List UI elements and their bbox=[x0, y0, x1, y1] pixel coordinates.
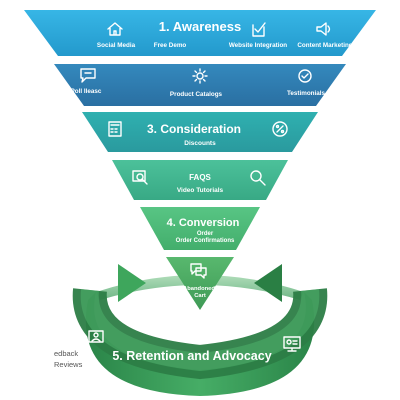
gear-icon bbox=[192, 68, 208, 84]
stage-2-item-testimonials: Testimonials bbox=[287, 90, 326, 97]
stage-interest: Poll Ileasc Product Catalogs Testimonial… bbox=[54, 64, 346, 106]
checklist-icon bbox=[252, 22, 266, 37]
stage-consideration: 3. Consideration Discounts bbox=[82, 112, 318, 152]
side-label-reviews: Reviews bbox=[54, 360, 83, 369]
stage-5-subtitle-2: Order Confirmations bbox=[176, 238, 235, 244]
stage-4-subtitle: Video Tutorials bbox=[177, 187, 224, 194]
speaker-icon bbox=[316, 22, 331, 36]
stage-1-item-free-demo: Free Demo bbox=[154, 42, 187, 49]
home-icon bbox=[107, 22, 123, 36]
stage-5-title: 4. Conversion bbox=[167, 217, 240, 229]
magnifier-icon bbox=[250, 170, 266, 186]
discount-tag-icon bbox=[272, 121, 288, 137]
chat-icon bbox=[80, 68, 96, 83]
stage-1-item-content-marketing: Content Marketing bbox=[297, 42, 352, 49]
stage-2-item-poll: Poll Ileasc bbox=[71, 88, 102, 95]
ring-arrow-right bbox=[254, 264, 282, 302]
stage-1-item-website-integration: Website Integration bbox=[229, 42, 287, 49]
stage-3-subtitle: Discounts bbox=[184, 140, 216, 147]
badge-icon bbox=[298, 69, 312, 83]
ring-arrow-left bbox=[118, 264, 146, 302]
stage-4-band bbox=[112, 160, 288, 200]
user-feedback-icon bbox=[88, 330, 104, 343]
presentation-icon bbox=[283, 336, 301, 352]
retention-ring: 5. Retention and Advocacy bbox=[72, 264, 328, 396]
retention-title: 5. Retention and Advocacy bbox=[112, 349, 271, 363]
stage-3-band bbox=[82, 112, 318, 152]
stage-3-title: 3. Consideration bbox=[147, 122, 241, 136]
stage-4-title: FAQS bbox=[189, 173, 211, 182]
stage-faqs: FAQS Video Tutorials bbox=[112, 160, 288, 200]
retention-ring-back bbox=[96, 275, 304, 300]
stage-1-title: 1. Awareness bbox=[159, 19, 241, 34]
cart-chat-icon bbox=[190, 263, 207, 279]
stage-conversion: 4. Conversion Order Order Confirmations bbox=[140, 207, 260, 250]
calculator-icon bbox=[108, 121, 122, 137]
stage-6-label-2: Cart bbox=[194, 293, 206, 299]
stage-1-band bbox=[24, 10, 376, 56]
stage-6-band bbox=[166, 257, 234, 310]
stage-awareness: 1. Awareness Social Media Free Demo Webs… bbox=[24, 10, 376, 56]
stage-1-item-social-media: Social Media bbox=[97, 42, 136, 49]
search-icon bbox=[132, 170, 148, 185]
stage-2-band bbox=[54, 64, 346, 106]
stage-5-band bbox=[140, 207, 260, 250]
stage-abandoned-cart: Abandoned Cart bbox=[166, 257, 234, 310]
stage-5-subtitle: Order bbox=[197, 231, 214, 237]
stage-2-item-product-catalogs: Product Catalogs bbox=[170, 91, 223, 98]
stage-6-label: Abandoned bbox=[183, 286, 215, 292]
side-label-feedback: edback bbox=[54, 349, 78, 358]
retention-ring-band bbox=[85, 292, 315, 396]
